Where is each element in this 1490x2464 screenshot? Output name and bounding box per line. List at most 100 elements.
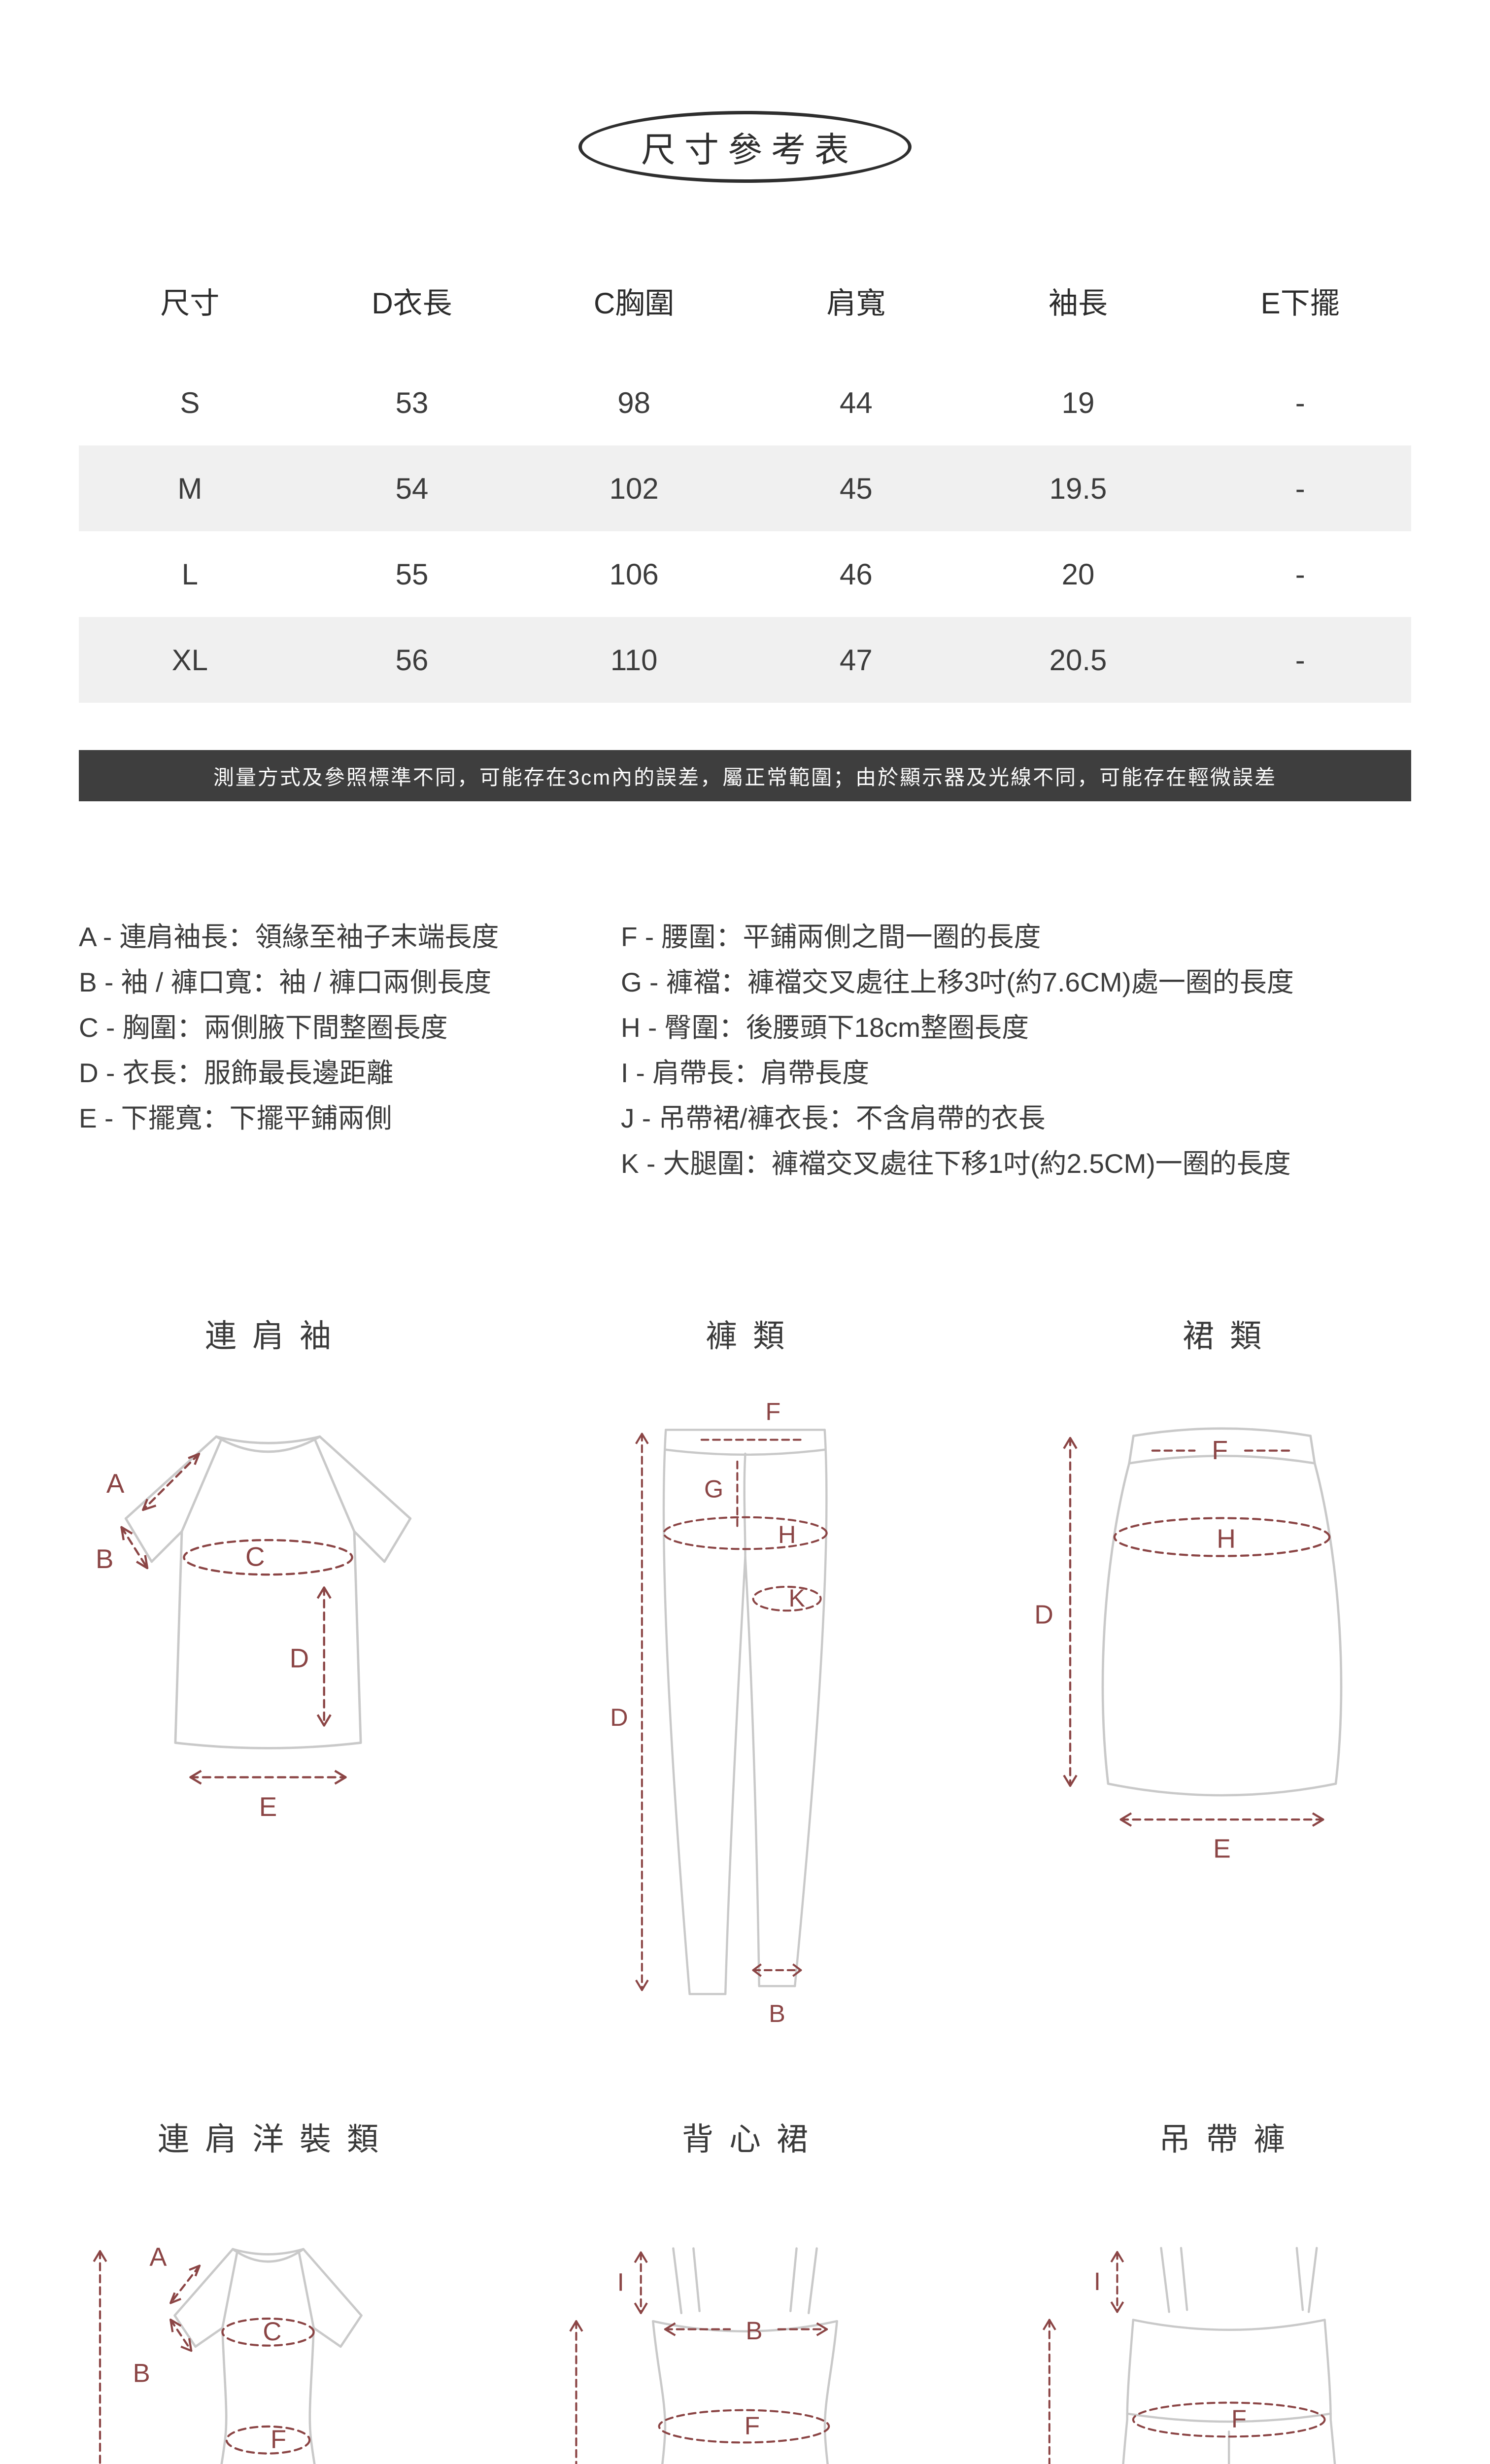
value-cell: 56 xyxy=(395,643,429,677)
measure-marks xyxy=(635,1433,828,1991)
legend-item: H - 臀圍：後腰頭下18cm整圈長度 xyxy=(621,1012,1029,1043)
measure-label-b: B xyxy=(133,2359,150,2388)
measure-marks xyxy=(1042,2251,1326,2464)
measurement-legend: A - 連肩袖長：領緣至袖子末端長度 B - 袖 / 褲口寬：袖 / 褲口兩側長… xyxy=(79,914,1439,1186)
measure-label-a: A xyxy=(149,2243,167,2272)
diagram-skirt: 裙類 F H D E xyxy=(983,1311,1460,1877)
measure-label-g: G xyxy=(704,1475,723,1503)
table-header-row: 尺寸 D衣長 C胸圍 肩寬 袖長 E下擺 xyxy=(79,241,1411,360)
value-cell: 98 xyxy=(617,386,651,419)
measure-marks xyxy=(1063,1437,1331,1827)
measure-label-f: F xyxy=(271,2425,286,2454)
measure-label-c: C xyxy=(263,2317,281,2346)
diagram-row-2: 連肩洋裝類 xyxy=(30,2114,1460,2464)
value-cell: 20.5 xyxy=(1049,643,1107,677)
value-cell: 20 xyxy=(1061,557,1095,591)
measure-label-i: I xyxy=(1094,2267,1101,2295)
diagram-vest-dress: 背心裙 xyxy=(507,2114,983,2464)
measure-label-d: D xyxy=(1034,1600,1053,1629)
column-header: 肩寬 xyxy=(826,286,886,320)
raglan-top-illustration: A B C D E xyxy=(96,1435,412,1822)
column-header: 尺寸 xyxy=(160,286,220,320)
pants-illustration: F G H K D B xyxy=(610,1402,828,2027)
garment-outline xyxy=(173,2248,363,2464)
garment-outline xyxy=(1101,1427,1343,1797)
value-cell: 55 xyxy=(395,557,429,591)
value-cell: - xyxy=(1295,557,1305,591)
legend-item: D - 衣長：服飾最長邊距離 xyxy=(79,1058,394,1088)
measurement-note-bar: 測量方式及參照標準不同，可能存在3cm內的誤差，屬正常範圍；由於顯示器及光線不同… xyxy=(79,750,1411,801)
column-header: C胸圍 xyxy=(594,286,675,320)
diagram-title: 褲類 xyxy=(706,1318,800,1354)
diagram-overalls: 吊帶褲 xyxy=(983,2114,1460,2464)
diagram-raglan-top: 連肩袖 A xyxy=(30,1311,507,1866)
measure-marks xyxy=(93,2250,315,2464)
garment-outline xyxy=(652,2247,838,2464)
legend-item: I - 肩帶長：肩帶長度 xyxy=(621,1058,870,1088)
value-cell: 54 xyxy=(395,472,429,505)
measure-label-f: F xyxy=(1212,1436,1228,1465)
measure-label-f: F xyxy=(765,1402,780,1425)
value-cell: - xyxy=(1295,386,1305,419)
measure-marks xyxy=(120,1453,353,1785)
measure-label-k: K xyxy=(788,1584,805,1612)
diagram-row-1: 連肩袖 A xyxy=(30,1311,1460,2038)
value-cell: 45 xyxy=(839,472,873,505)
legend-item: A - 連肩袖長：領緣至袖子末端長度 xyxy=(79,922,499,952)
value-cell: - xyxy=(1295,472,1305,505)
column-header: E下擺 xyxy=(1260,286,1340,320)
value-cell: 44 xyxy=(839,386,873,419)
measure-label-a: A xyxy=(106,1468,125,1499)
diagram-title: 裙類 xyxy=(1183,1318,1277,1354)
garment-outline xyxy=(662,1429,828,1995)
value-cell: 46 xyxy=(839,557,873,591)
measure-label-f: F xyxy=(745,2412,760,2440)
legend-item: J - 吊帶裙/褲衣長：不含肩帶的衣長 xyxy=(621,1103,1046,1133)
size-table: 尺寸 D衣長 C胸圍 肩寬 袖長 E下擺 S 53 98 44 19 - M 5… xyxy=(79,241,1411,703)
size-cell: M xyxy=(177,472,203,505)
size-cell: XL xyxy=(171,643,208,677)
page-title: 尺寸參考表 xyxy=(578,111,912,183)
measure-label-e: E xyxy=(259,1791,277,1822)
legend-item: B - 袖 / 褲口寬：袖 / 褲口兩側長度 xyxy=(79,967,492,997)
diagram-title: 吊帶褲 xyxy=(1159,2122,1301,2157)
value-cell: 102 xyxy=(609,472,659,505)
diagram-title: 連肩洋裝類 xyxy=(158,2122,394,2157)
garment-outline xyxy=(1122,2247,1336,2464)
vest-dress-illustration: I B F H J E xyxy=(569,2247,838,2464)
value-cell: 53 xyxy=(395,386,429,419)
legend-item: F - 腰圍：平鋪兩側之間一圈的長度 xyxy=(621,922,1041,952)
column-header: D衣長 xyxy=(372,286,452,320)
table-row: XL 56 110 47 20.5 - xyxy=(79,617,1411,703)
value-cell: - xyxy=(1295,643,1305,677)
measure-label-f: F xyxy=(1231,2405,1247,2433)
size-cell: L xyxy=(181,557,199,591)
measure-label-i: I xyxy=(617,2268,624,2296)
legend-item: K - 大腿圍：褲襠交叉處往下移1吋(約2.5CM)一圈的長度 xyxy=(621,1148,1291,1179)
diagram-pants: 褲類 F xyxy=(507,1311,983,2038)
value-cell: 106 xyxy=(609,557,659,591)
measure-label-b: B xyxy=(745,2317,762,2345)
skirt-illustration: F H D E xyxy=(1034,1427,1343,1863)
measure-label-d: D xyxy=(290,1643,309,1673)
value-cell: 47 xyxy=(839,643,873,677)
overalls-illustration: I F H K J B xyxy=(1042,2247,1336,2464)
value-cell: 19.5 xyxy=(1049,472,1107,505)
legend-column-right: F - 腰圍：平鋪兩側之間一圈的長度 G - 褲襠：褲襠交叉處往上移3吋(約7.… xyxy=(621,914,1439,1186)
diagram-title: 背心裙 xyxy=(682,2122,824,2157)
table-row: S 53 98 44 19 - xyxy=(79,360,1411,445)
legend-item: E - 下擺寬：下擺平鋪兩側 xyxy=(79,1103,392,1133)
measure-marks xyxy=(569,2251,830,2464)
value-cell: 19 xyxy=(1061,386,1095,419)
legend-item: G - 褲襠：褲襠交叉處往上移3吋(約7.6CM)處一圈的長度 xyxy=(621,967,1294,997)
measure-label-h: H xyxy=(1217,1524,1236,1553)
table-row: M 54 102 45 19.5 - xyxy=(79,445,1411,531)
measure-label-c: C xyxy=(245,1541,265,1572)
legend-item: C - 胸圍：兩側腋下間整圈長度 xyxy=(79,1012,448,1043)
table-row: L 55 106 46 20 - xyxy=(79,531,1411,617)
legend-column-left: A - 連肩袖長：領緣至袖子末端長度 B - 袖 / 褲口寬：袖 / 褲口兩側長… xyxy=(79,914,621,1186)
size-cell: S xyxy=(180,386,200,419)
value-cell: 110 xyxy=(610,643,658,677)
measure-label-b: B xyxy=(96,1543,113,1574)
